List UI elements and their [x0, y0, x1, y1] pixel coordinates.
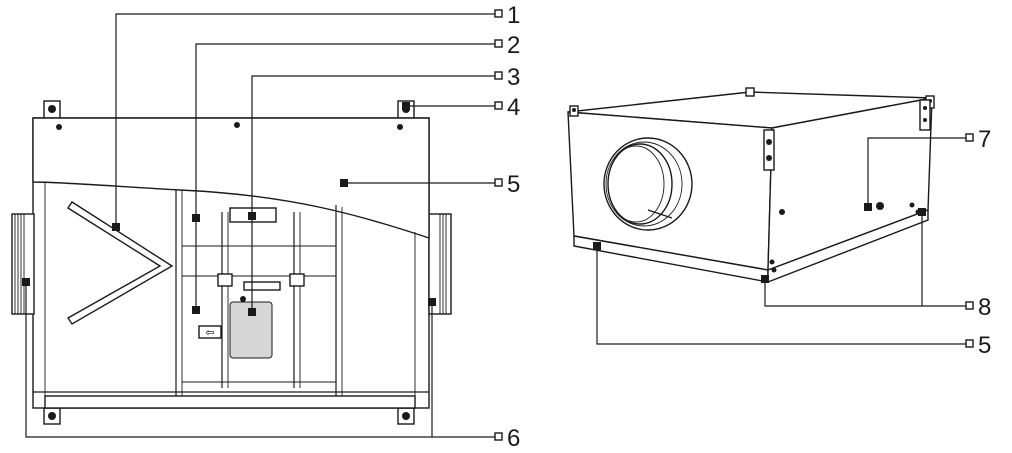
- callout-box: [965, 133, 974, 142]
- callout-1: 1: [507, 2, 520, 29]
- arrow-left-icon: ⇦: [205, 326, 214, 339]
- callout-3: 3: [507, 64, 520, 91]
- internal-frame: [33, 182, 429, 409]
- callout-box: [494, 39, 503, 48]
- mounting-bracket-bottom-right: [397, 407, 415, 425]
- leader-lines-left: [22, 13, 495, 438]
- callouts-right: 7 8 5: [965, 126, 991, 359]
- callout-box: [494, 71, 503, 80]
- leader-lines-right: [593, 137, 966, 345]
- callout-4: 4: [507, 94, 520, 121]
- callout-5-right: 5: [978, 332, 991, 359]
- motor-capacitor-box: [229, 301, 273, 359]
- callout-5-left: 5: [507, 171, 520, 198]
- callout-box: [965, 339, 974, 348]
- callout-box: [494, 101, 503, 110]
- callout-box: [965, 301, 974, 310]
- fan-assembly: [182, 212, 336, 388]
- removable-cover-panel: [32, 117, 430, 239]
- callout-box: [494, 9, 503, 18]
- callout-7: 7: [978, 126, 991, 153]
- callouts-left: 1 2 3 4 5 6: [494, 2, 520, 452]
- inlet-spigot-left: [11, 213, 35, 315]
- mounting-bracket-top-left: [43, 100, 61, 120]
- right-unit-view: [567, 87, 966, 345]
- callout-8: 8: [978, 294, 991, 321]
- callout-box: [494, 178, 503, 187]
- callout-6: 6: [507, 425, 520, 452]
- mounting-bracket-bottom-left: [43, 407, 61, 425]
- left-unit-view: ⇦: [11, 13, 495, 438]
- outlet-spigot-right: [428, 213, 452, 315]
- callout-2: 2: [507, 32, 520, 59]
- airflow-direction-label: ⇦: [198, 325, 222, 339]
- duct-spigot-front: [603, 137, 693, 231]
- filter-v-element: [66, 201, 174, 325]
- callout-box: [494, 432, 503, 441]
